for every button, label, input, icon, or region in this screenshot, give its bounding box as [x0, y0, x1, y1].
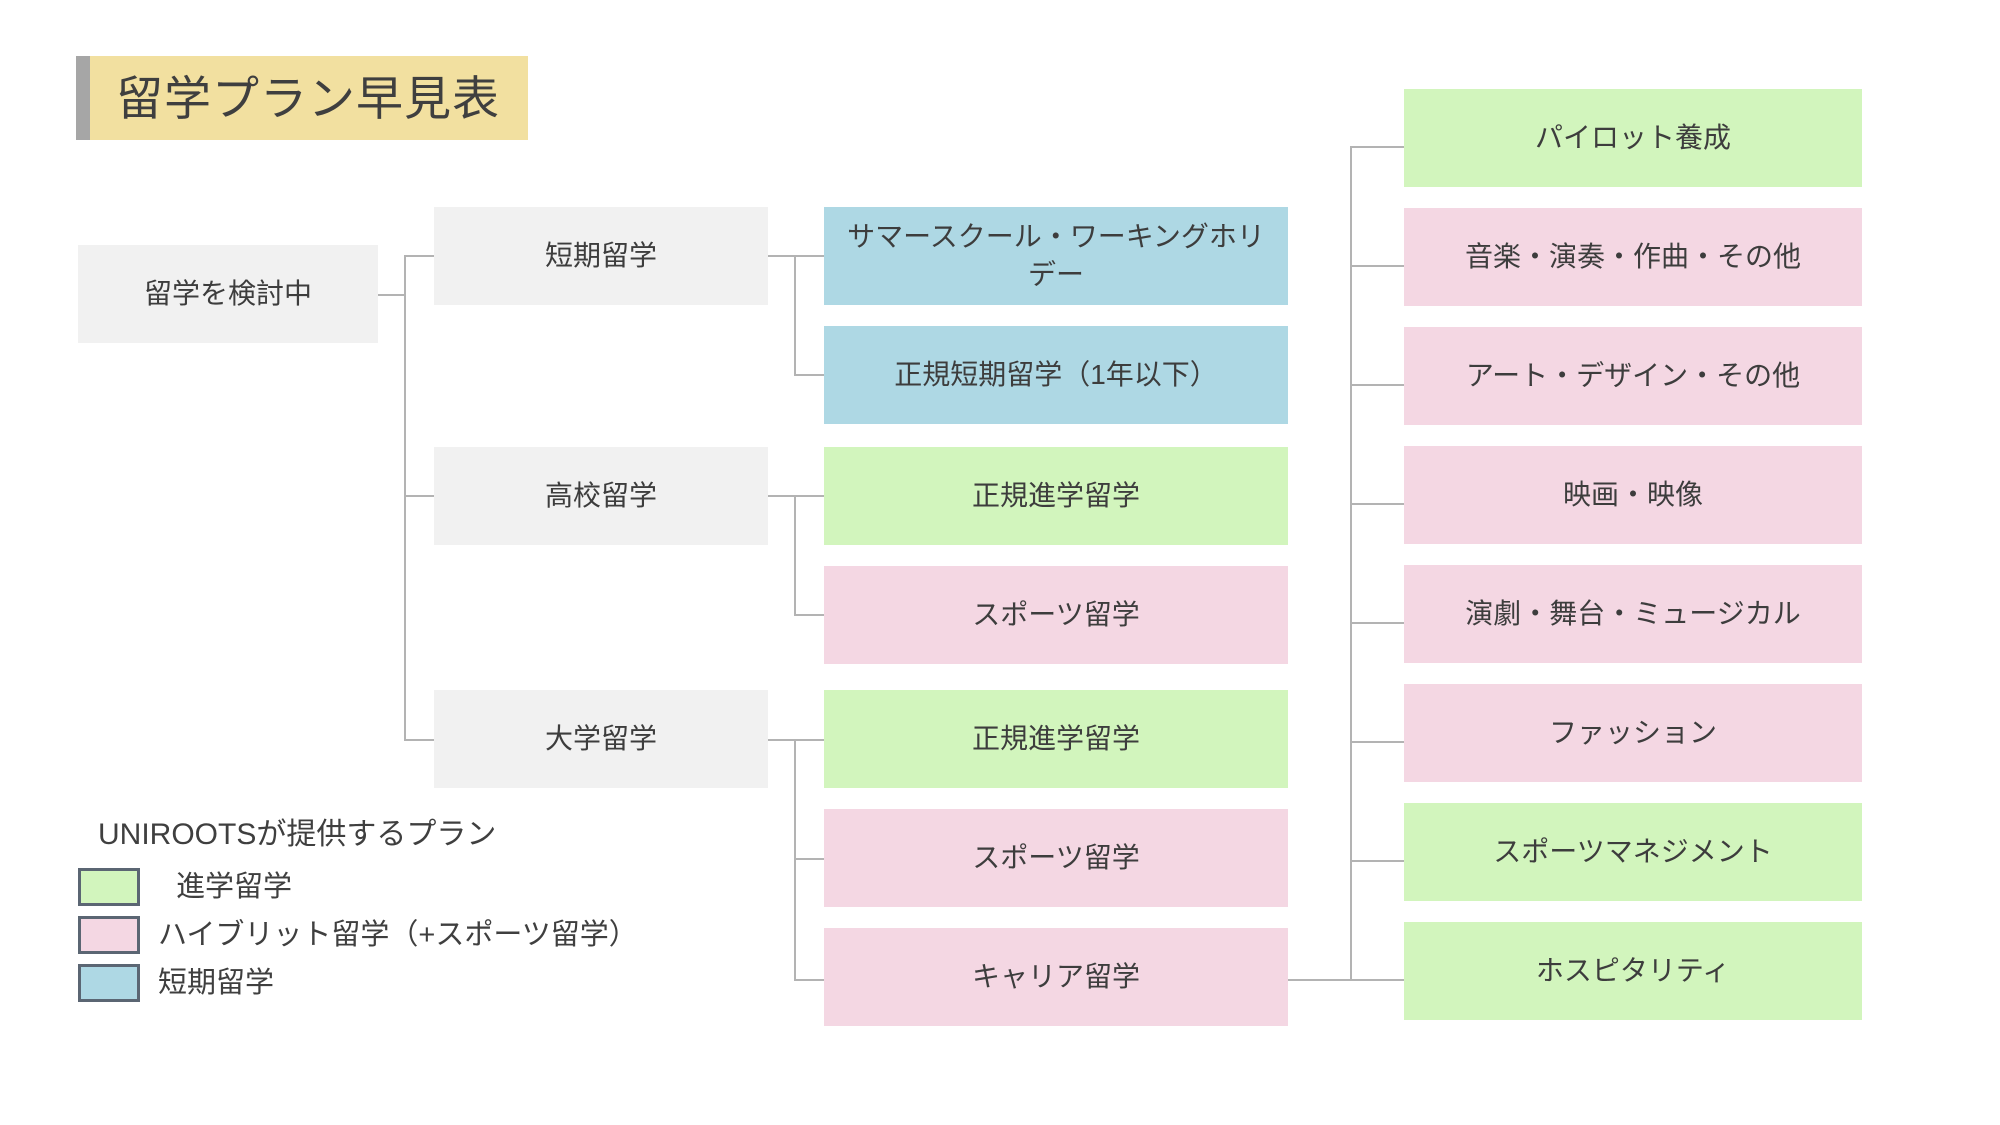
legend-label: ハイブリット留学（+スポーツ留学） — [158, 918, 638, 951]
node-fashion[interactable]: ファッション — [1404, 684, 1862, 782]
legend-swatch-green — [78, 868, 140, 906]
connector-tanki-to-summer — [794, 255, 826, 257]
legend-swatch-blue — [78, 964, 140, 1002]
connector-koko-to-sports — [794, 614, 826, 616]
node-root[interactable]: 留学を検討中 — [78, 245, 378, 343]
legend-label: 進学留学 — [176, 870, 293, 903]
connector-career-to-item-6 — [1350, 741, 1406, 743]
legend-item-shingaku: 進学留学 — [78, 864, 778, 910]
connector-career-stub — [1288, 979, 1352, 981]
node-label: キャリア留学 — [971, 961, 1140, 993]
node-summer-school-working-holiday[interactable]: サマースクール・ワーキングホリデー — [824, 207, 1288, 305]
node-label: スポーツ留学 — [972, 599, 1140, 631]
legend-label: 短期留学 — [158, 966, 275, 999]
node-career-ryugaku[interactable]: キャリア留学 — [824, 928, 1288, 1026]
legend-swatch-pink — [78, 916, 140, 954]
node-label: 音楽・演奏・作曲・その他 — [1464, 241, 1801, 273]
connector-daigaku-to-shingaku — [794, 739, 826, 741]
node-hospitality[interactable]: ホスピタリティ — [1404, 922, 1862, 1020]
node-film-video[interactable]: 映画・映像 — [1404, 446, 1862, 544]
connector-career-to-item-2 — [1350, 265, 1406, 267]
node-root-label: 留学を検討中 — [143, 278, 312, 310]
node-label: 正規進学留学 — [971, 723, 1140, 755]
title-accent-bar — [76, 56, 90, 140]
page-title: 留学プラン早見表 — [76, 56, 528, 140]
node-daigaku-ryugaku[interactable]: 大学留学 — [434, 690, 768, 788]
legend-heading: UNIROOTSが提供するプラン — [98, 818, 497, 851]
connector-career-to-item-8 — [1350, 979, 1406, 981]
node-theatre-musical[interactable]: 演劇・舞台・ミュージカル — [1404, 565, 1862, 663]
connector-daigaku-to-career — [794, 979, 826, 981]
node-music[interactable]: 音楽・演奏・作曲・その他 — [1404, 208, 1862, 306]
legend: UNIROOTSが提供するプラン 進学留学 ハイブリット留学（+スポーツ留学） … — [78, 820, 778, 1008]
connector-career-to-item-5 — [1350, 622, 1406, 624]
node-label: 大学留学 — [544, 723, 657, 755]
connector-career-to-item-4 — [1350, 503, 1406, 505]
connector-daigaku-to-sports — [794, 858, 826, 860]
node-daigaku-seiki-shingaku-ryugaku[interactable]: 正規進学留学 — [824, 690, 1288, 788]
node-seiki-tanki-ryugaku[interactable]: 正規短期留学（1年以下） — [824, 326, 1288, 424]
node-koko-ryugaku[interactable]: 高校留学 — [434, 447, 768, 545]
connector-koko-stub — [768, 495, 796, 497]
connector-koko-trunk — [794, 495, 796, 615]
node-sports-management[interactable]: スポーツマネジメント — [1404, 803, 1862, 901]
connector-root-to-koko — [404, 495, 436, 497]
node-label: ホスピタリティ — [1535, 955, 1731, 987]
node-label: サマースクール・ワーキングホリデー — [847, 221, 1265, 290]
connector-koko-to-shingaku — [794, 495, 826, 497]
node-tanki-ryugaku[interactable]: 短期留学 — [434, 207, 768, 305]
connector-root-trunk — [404, 255, 406, 740]
node-art-design[interactable]: アート・デザイン・その他 — [1404, 327, 1862, 425]
node-pilot-training[interactable]: パイロット養成 — [1404, 89, 1862, 187]
page-title-text: 留学プラン早見表 — [116, 71, 500, 125]
node-label: 演劇・舞台・ミュージカル — [1465, 598, 1801, 630]
connector-daigaku-stub — [768, 739, 796, 741]
node-koko-seiki-shingaku-ryugaku[interactable]: 正規進学留学 — [824, 447, 1288, 545]
connector-daigaku-trunk — [794, 739, 796, 981]
node-label: パイロット養成 — [1534, 122, 1731, 154]
node-label: 短期留学 — [544, 240, 657, 272]
title-band: 留学プラン早見表 — [90, 56, 528, 140]
node-label: スポーツ留学 — [972, 842, 1140, 874]
node-label: スポーツマネジメント — [1493, 836, 1773, 868]
connector-root-stub — [378, 294, 406, 296]
node-koko-sports-ryugaku[interactable]: スポーツ留学 — [824, 566, 1288, 664]
legend-item-hybrid: ハイブリット留学（+スポーツ留学） — [78, 912, 778, 958]
node-label: ファッション — [1548, 717, 1717, 749]
node-label: アート・デザイン・その他 — [1465, 360, 1801, 392]
connector-career-to-item-7 — [1350, 860, 1406, 862]
connector-root-to-tanki — [404, 255, 436, 257]
connector-tanki-to-seiki — [794, 374, 826, 376]
node-label: 映画・映像 — [1562, 479, 1703, 511]
node-label: 正規短期留学（1年以下） — [894, 359, 1218, 391]
connector-root-to-daigaku — [404, 739, 436, 741]
connector-career-trunk — [1350, 146, 1352, 981]
node-label: 正規進学留学 — [971, 480, 1140, 512]
connector-tanki-stub — [768, 255, 796, 257]
connector-tanki-trunk — [794, 255, 796, 375]
connector-career-to-item-3 — [1350, 384, 1406, 386]
node-daigaku-sports-ryugaku[interactable]: スポーツ留学 — [824, 809, 1288, 907]
node-label: 高校留学 — [544, 480, 657, 512]
connector-career-to-item-1 — [1350, 146, 1406, 148]
legend-item-tanki: 短期留学 — [78, 960, 778, 1006]
